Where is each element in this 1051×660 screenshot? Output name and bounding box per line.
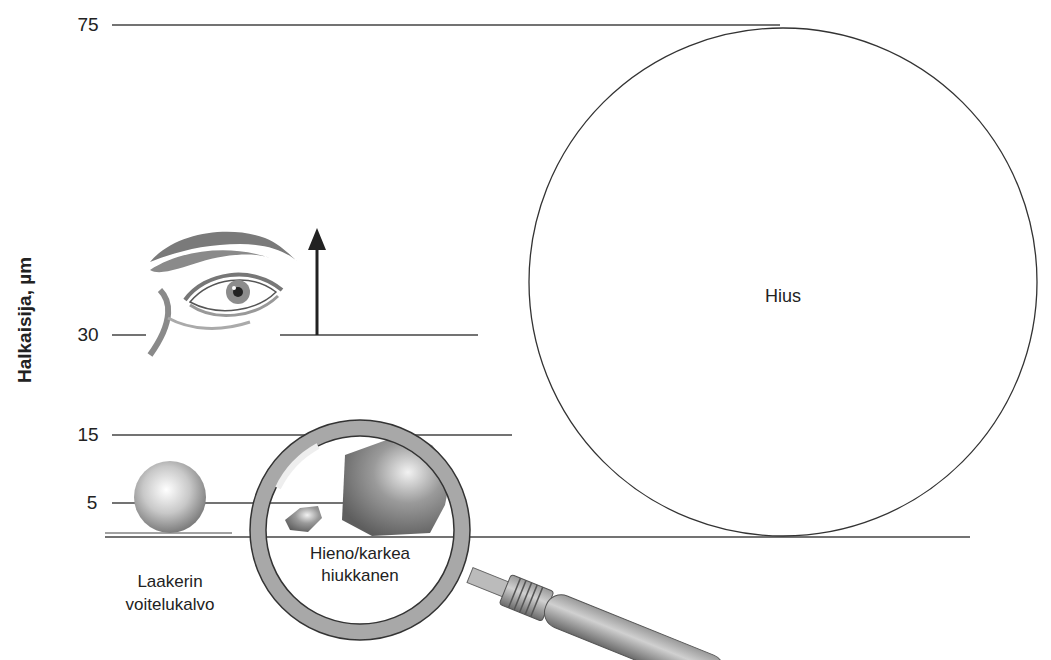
magnifier-lens: Hieno/karkea hiukkanen (248, 418, 472, 642)
tick-value: 15 (77, 424, 98, 446)
circle-outline (528, 27, 1038, 537)
circle-outline (248, 418, 472, 642)
tick-value: 5 (87, 492, 98, 514)
axis-title: Halkaisija, µm (14, 257, 36, 383)
tick-value: 75 (77, 14, 98, 36)
hair-circle: Hius (528, 27, 1038, 537)
node-label: Hius (683, 285, 883, 308)
node-label: Hieno/karkea hiukkanen (288, 542, 432, 588)
part-label: Laakerin voitelukalvo (105, 571, 235, 617)
tick-value: 30 (77, 324, 98, 346)
